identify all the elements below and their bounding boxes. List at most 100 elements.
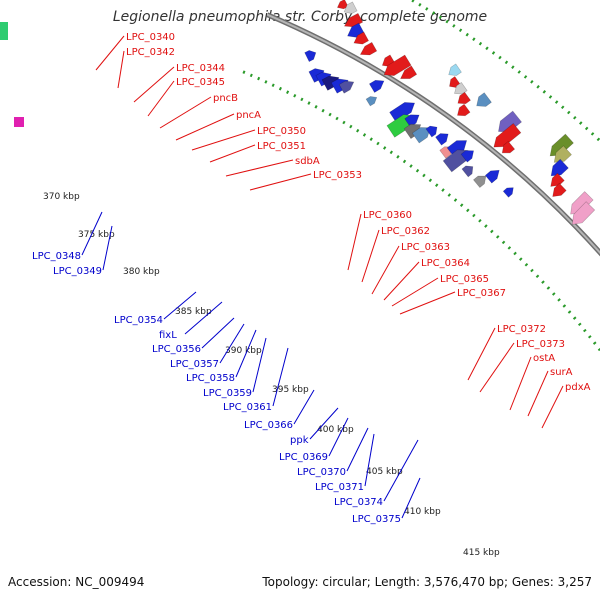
leader-line-lpc-0356	[201, 317, 235, 349]
leader-line-fixl	[184, 301, 223, 335]
gene-arrow	[353, 31, 370, 45]
gene-feature	[448, 63, 462, 76]
gene-label-lpc-0375: LPC_0375	[352, 514, 401, 525]
gene-feature	[571, 201, 596, 225]
leader-line-ppk	[309, 407, 339, 440]
gene-label-lpc-0361: LPC_0361	[223, 402, 272, 413]
leader-line-lpc-0374	[383, 439, 419, 502]
gene-label-lpc-0345: LPC_0345	[176, 77, 225, 88]
gene-feature	[484, 169, 500, 184]
gene-label-lpc-0359: LPC_0359	[203, 388, 252, 399]
gene-feature-partial	[14, 117, 24, 127]
gene-feature	[476, 92, 492, 107]
gene-arrow	[343, 1, 358, 14]
leader-line-lpc-0364	[383, 261, 420, 301]
gene-label-lpc-0340: LPC_0340	[126, 32, 175, 43]
gene-label-sura: surA	[550, 367, 573, 378]
leader-line-lpc-0373	[479, 342, 515, 393]
gene-feature	[461, 165, 474, 178]
kbp-tick-label: 400 kbp	[317, 425, 354, 435]
kbp-tick-label: 380 kbp	[123, 267, 160, 277]
gene-label-lpc-0372: LPC_0372	[497, 324, 546, 335]
gene-labels: LPC_0340LPC_0342LPC_0344LPC_0345pncBpncA…	[32, 32, 591, 525]
gene-feature	[550, 158, 569, 177]
gene-feature-partial	[0, 22, 8, 40]
leader-line-lpc-0362	[361, 229, 380, 283]
leader-line-lpc-0345	[147, 80, 175, 117]
leader-line-lpc-0367	[399, 291, 456, 315]
backbone-arc	[266, 12, 600, 257]
leader-line-lpc-0350	[191, 129, 256, 151]
gene-arrow	[552, 182, 567, 197]
gene-feature	[435, 133, 449, 146]
gene-feature	[502, 187, 514, 198]
gene-arrow	[321, 75, 340, 91]
accession-text: Accession: NC_009494	[8, 575, 145, 589]
topology-text: Topology: circular; Length: 3,576,470 bp…	[262, 575, 592, 589]
gene-arrow	[304, 50, 317, 62]
gene-label-lpc-0371: LPC_0371	[315, 482, 364, 493]
gene-label-ppk: ppk	[290, 435, 309, 446]
leader-line-sura	[527, 370, 549, 417]
gene-feature	[321, 75, 340, 91]
gene-feature	[457, 103, 471, 117]
gene-feature	[425, 125, 438, 138]
gene-feature	[353, 31, 370, 45]
leader-line-lpc-0349	[102, 225, 113, 271]
gene-label-lpc-0373: LPC_0373	[516, 339, 565, 350]
gene-arrow	[435, 133, 449, 146]
leader-line-pnca	[175, 113, 235, 141]
leader-line-lpc-0358	[235, 329, 257, 378]
gene-arrow	[473, 175, 487, 188]
gene-feature	[552, 182, 567, 197]
gene-feature	[404, 114, 420, 128]
gene-label-lpc-0364: LPC_0364	[421, 258, 470, 269]
gene-label-pncb: pncB	[213, 93, 238, 104]
gene-arrow	[502, 187, 514, 198]
gene-arrow	[425, 125, 438, 138]
gene-arrow	[404, 114, 420, 128]
label-leader-lines	[81, 35, 564, 519]
gene-label-lpc-0357: LPC_0357	[170, 359, 219, 370]
gene-label-lpc-0367: LPC_0367	[457, 288, 506, 299]
gene-label-lpc-0362: LPC_0362	[381, 226, 430, 237]
gene-label-lpc-0354: LPC_0354	[114, 315, 163, 326]
track-inner-dots	[242, 70, 600, 353]
gene-feature	[343, 1, 358, 14]
backbone-highlight	[266, 13, 600, 255]
gene-label-pnca: pncA	[236, 110, 261, 121]
gene-arrow	[461, 165, 474, 178]
gene-label-lpc-0348: LPC_0348	[32, 251, 81, 262]
gene-features	[0, 0, 596, 225]
gene-arrow	[365, 96, 378, 107]
gene-arrow	[442, 149, 469, 173]
gene-feature	[442, 149, 469, 173]
gene-feature	[383, 54, 412, 76]
gene-label-lpc-0363: LPC_0363	[401, 242, 450, 253]
leader-line-lpc-0360	[347, 213, 362, 271]
gene-arrow	[359, 41, 378, 56]
kbp-tick-label: 390 kbp	[225, 346, 262, 356]
gene-feature	[460, 150, 474, 163]
kbp-tick-label: 410 kbp	[404, 507, 441, 517]
gene-feature	[389, 102, 416, 123]
gene-label-fixl: fixL	[159, 330, 177, 341]
gene-label-lpc-0342: LPC_0342	[126, 47, 175, 58]
gene-label-lpc-0350: LPC_0350	[257, 126, 306, 137]
leader-line-lpc-0365	[391, 277, 439, 307]
gene-arrow	[411, 127, 431, 144]
gene-arrow	[571, 201, 596, 225]
gene-label-lpc-0365: LPC_0365	[440, 274, 489, 285]
leader-line-osta	[509, 356, 532, 411]
gene-arrow	[400, 65, 418, 79]
leader-line-lpc-0372	[467, 327, 496, 381]
kbp-tick-label: 385 kbp	[175, 307, 212, 317]
gene-label-sdba: sdbA	[295, 156, 320, 167]
leader-line-lpc-0354	[163, 291, 197, 320]
leader-line-lpc-0342	[117, 50, 125, 89]
leader-line-lpc-0370	[346, 427, 369, 472]
gene-arrow	[550, 158, 569, 177]
gene-feature	[368, 79, 385, 93]
gene-arrow	[553, 145, 572, 163]
